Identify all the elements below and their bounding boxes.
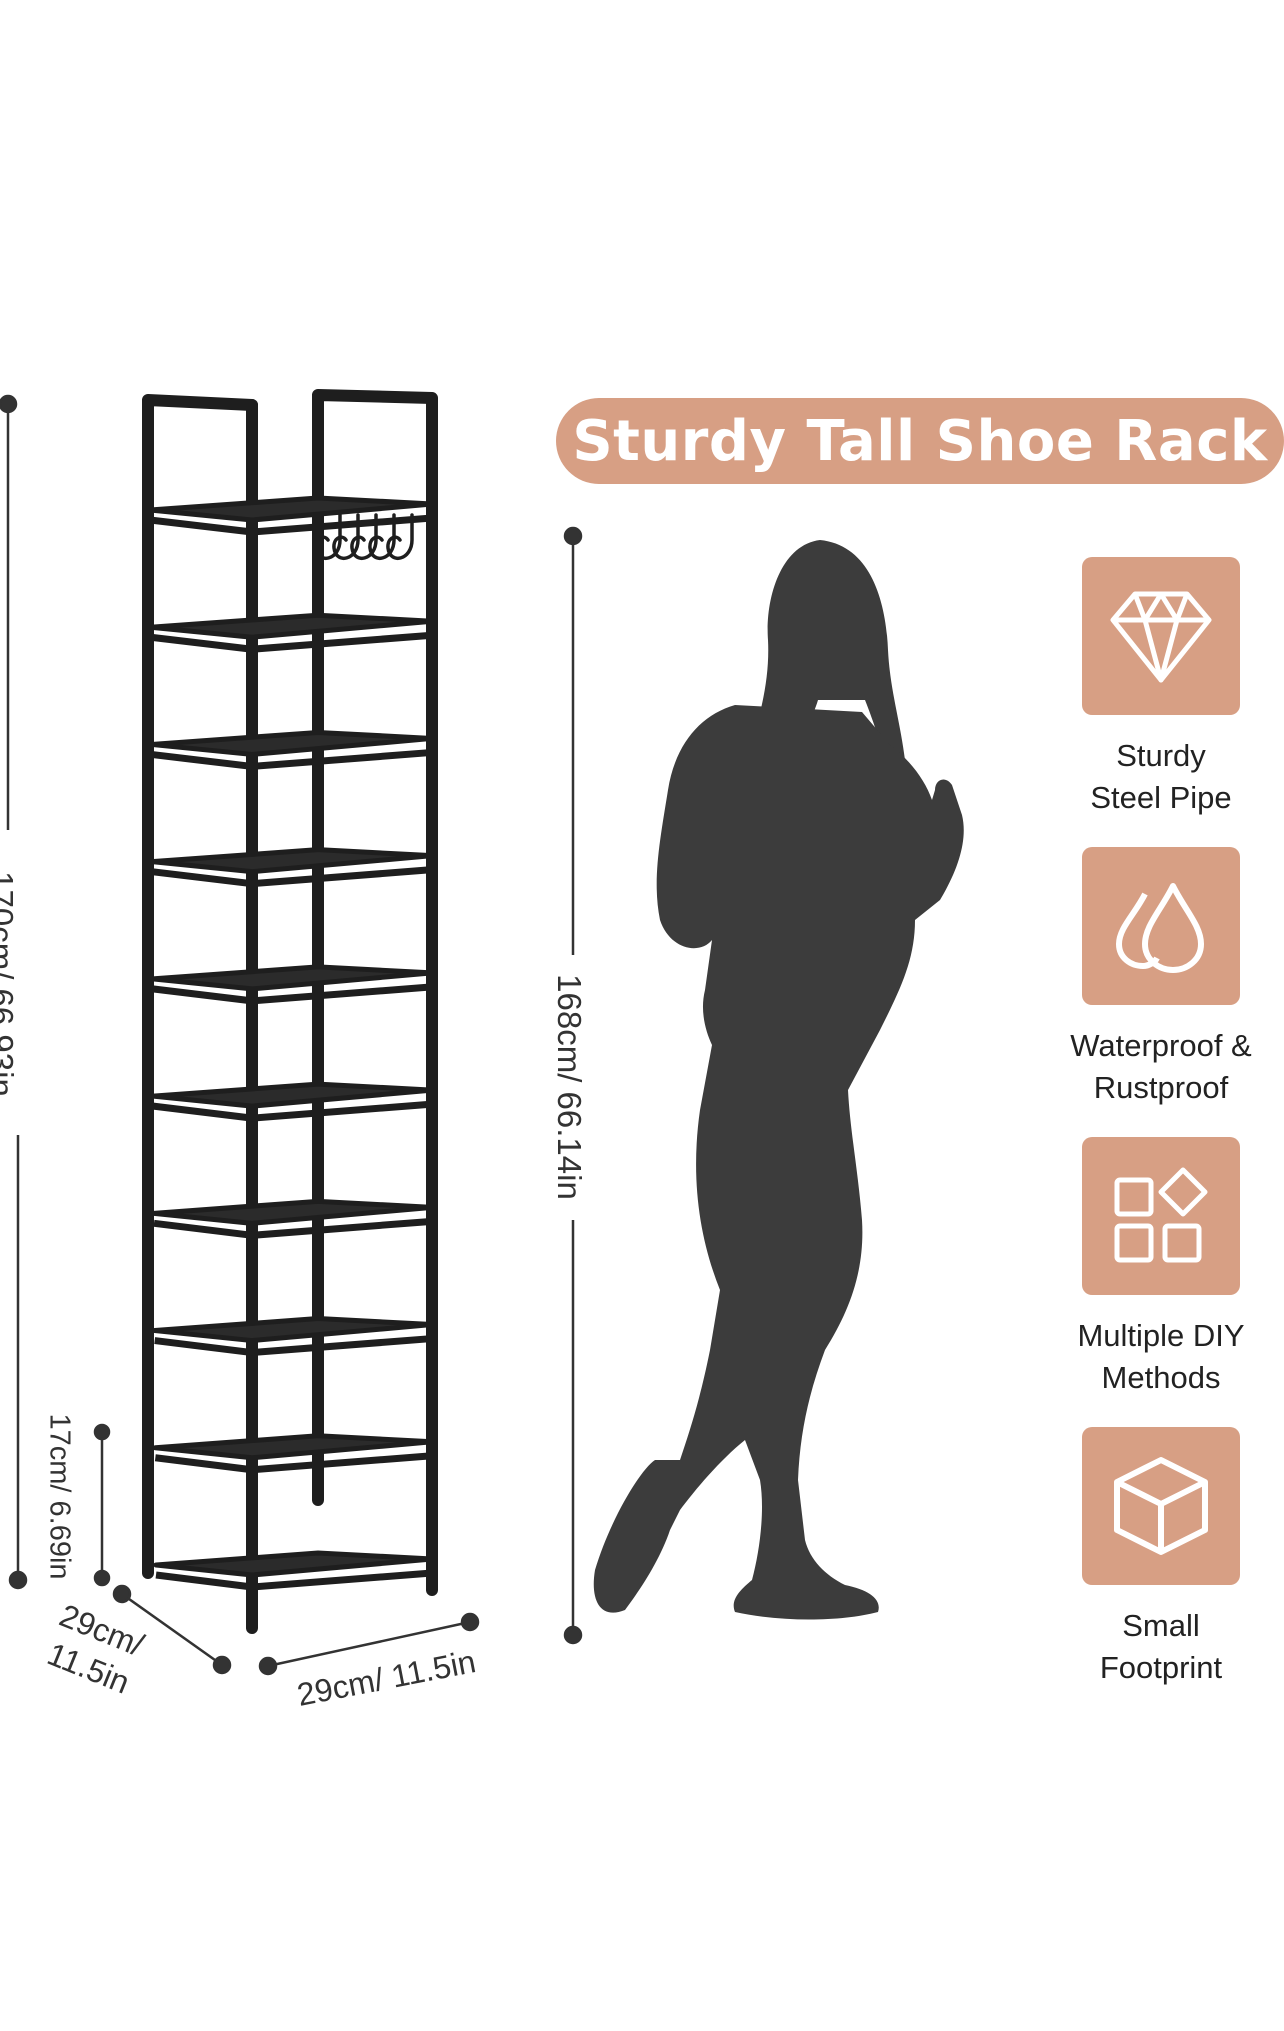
woman-silhouette bbox=[593, 540, 964, 1620]
rack-rail bbox=[251, 1100, 433, 1122]
rack-rail bbox=[153, 1219, 253, 1239]
rack-shelf bbox=[151, 1198, 435, 1226]
rack-shelf bbox=[148, 612, 435, 640]
rack-handle bbox=[142, 394, 258, 411]
rack-rail bbox=[251, 1452, 433, 1474]
feature-diy-label: Multiple DIY Methods bbox=[1030, 1315, 1284, 1399]
rack-shelf bbox=[148, 729, 435, 757]
feature-waterproof-line2: Rustproof bbox=[1093, 1070, 1229, 1105]
water-drops-icon bbox=[1116, 883, 1204, 973]
rack-rail bbox=[155, 1571, 253, 1591]
shelf-gap-label: 17cm/ 6.69in bbox=[43, 1413, 76, 1580]
rack-shelf bbox=[147, 495, 435, 523]
diy-blocks-icon bbox=[1114, 1167, 1208, 1263]
rack-shelf bbox=[152, 1433, 435, 1461]
person-height-dimension-line bbox=[563, 526, 583, 1645]
rack-rail bbox=[251, 631, 433, 653]
rack-shelf bbox=[150, 1081, 435, 1109]
feature-diy-line2: Methods bbox=[1101, 1360, 1221, 1395]
rack-shelf bbox=[150, 964, 435, 992]
rack-hook bbox=[368, 513, 396, 560]
rack-shelf bbox=[149, 847, 435, 875]
feature-diy-line1: Multiple DIY bbox=[1077, 1318, 1245, 1353]
feature-sturdy-label: Sturdy Steel Pipe bbox=[1030, 735, 1284, 819]
rack-rail bbox=[151, 868, 253, 888]
rack-rail bbox=[251, 1217, 433, 1239]
feature-waterproof-box bbox=[1082, 847, 1240, 1005]
rack-height-dimension-line bbox=[0, 394, 28, 1590]
rack-rail bbox=[251, 1569, 433, 1591]
feature-footprint-line2: Footprint bbox=[1099, 1650, 1223, 1685]
rack-height-label: 170cm/ 66.93in bbox=[0, 871, 20, 1097]
feature-footprint-line1: Small bbox=[1122, 1608, 1200, 1643]
depth-dimension-line bbox=[112, 1584, 232, 1675]
diamond-icon bbox=[1110, 591, 1212, 683]
rack-hook bbox=[350, 513, 378, 560]
cube-icon bbox=[1114, 1457, 1208, 1555]
rack-rail bbox=[149, 516, 253, 536]
rack-rail bbox=[150, 633, 253, 653]
rack-rail bbox=[152, 1102, 253, 1122]
feature-footprint-label: Small Footprint bbox=[1030, 1605, 1284, 1689]
feature-waterproof-line1: Waterproof & bbox=[1070, 1028, 1252, 1063]
rack-hook bbox=[386, 513, 414, 560]
feature-sturdy-line1: Sturdy bbox=[1116, 738, 1206, 773]
rack-shelf bbox=[153, 1550, 435, 1578]
rack-rail bbox=[154, 1337, 253, 1357]
person-height-label: 168cm/ 66.14in bbox=[550, 974, 588, 1200]
shelf-gap-dimension-line bbox=[93, 1423, 111, 1587]
rack-rail bbox=[150, 750, 253, 770]
feature-sturdy-line2: Steel Pipe bbox=[1090, 780, 1232, 815]
rack-hook bbox=[314, 513, 342, 560]
rack-rail bbox=[251, 983, 433, 1005]
feature-sturdy-box bbox=[1082, 557, 1240, 715]
rack-rail bbox=[251, 748, 433, 770]
feature-waterproof-label: Waterproof & Rustproof bbox=[1030, 1025, 1284, 1109]
width-dimension-line bbox=[258, 1612, 480, 1676]
feature-diy-box bbox=[1082, 1137, 1240, 1295]
product-title: Sturdy Tall Shoe Rack bbox=[556, 398, 1284, 484]
shoe-rack bbox=[142, 389, 438, 1634]
rack-rail bbox=[154, 1454, 253, 1474]
rack-rail bbox=[251, 514, 433, 536]
rack-shelf bbox=[152, 1316, 435, 1344]
feature-footprint-box bbox=[1082, 1427, 1240, 1585]
rack-rail bbox=[251, 866, 433, 888]
rack-rail bbox=[152, 985, 253, 1005]
rack-rail bbox=[251, 1335, 433, 1357]
rack-hook bbox=[332, 513, 360, 560]
rack-handle bbox=[312, 389, 438, 405]
